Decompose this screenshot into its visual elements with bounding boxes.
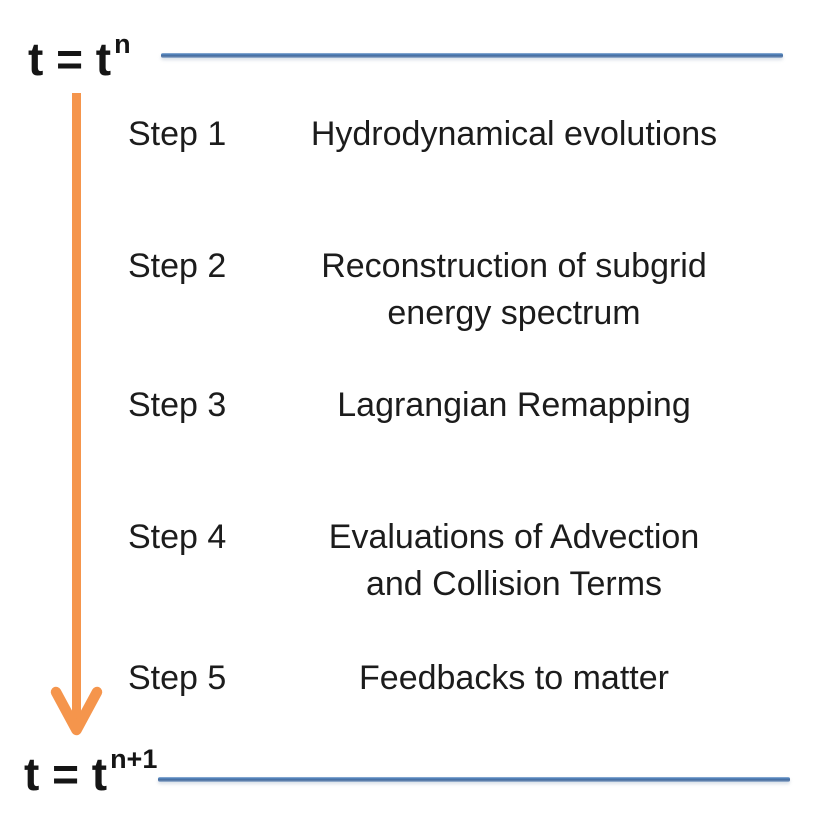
top-divider-line	[161, 53, 783, 58]
time-start-base: t = t	[28, 33, 112, 85]
time-start-superscript: n	[114, 29, 131, 59]
step-description-line: energy spectrum	[387, 294, 641, 332]
step-label: Step 3	[128, 386, 227, 424]
step-description: Feedbacks to matter	[284, 655, 744, 702]
time-arrow-head	[50, 686, 103, 736]
step-description: Lagrangian Remapping	[284, 382, 744, 429]
step-label: Step 2	[128, 247, 227, 285]
bottom-divider-line	[158, 777, 790, 782]
step-label: Step 1	[128, 115, 227, 153]
step-description: Reconstruction of subgrid energy spectru…	[284, 243, 744, 337]
step-description-line: Lagrangian Remapping	[337, 386, 691, 424]
step-description-line: Reconstruction of subgrid	[321, 247, 707, 285]
step-description: Hydrodynamical evolutions	[284, 111, 744, 158]
step-description-line: Feedbacks to matter	[359, 659, 669, 697]
step-label: Step 5	[128, 659, 227, 697]
time-end-base: t = t	[24, 748, 108, 800]
time-end-superscript: n+1	[110, 744, 158, 774]
step-label: Step 4	[128, 518, 227, 556]
step-description: Evaluations of Advection and Collision T…	[284, 514, 744, 608]
step-description-line: Evaluations of Advection	[328, 518, 700, 556]
step-description-line: Hydrodynamical evolutions	[310, 115, 718, 153]
step-description-line: and Collision Terms	[365, 565, 663, 603]
